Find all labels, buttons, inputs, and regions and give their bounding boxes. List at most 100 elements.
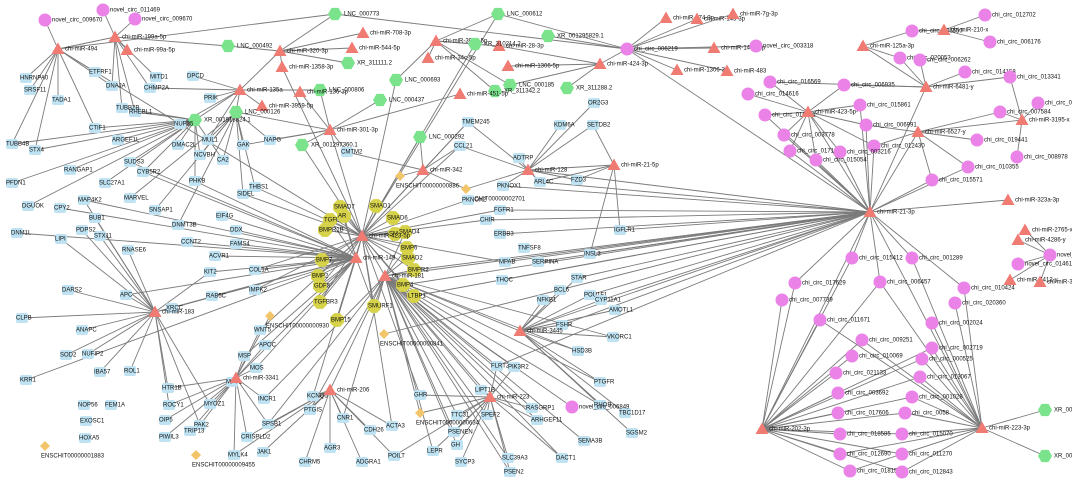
node-bmp7[interactable]: BMP7 <box>315 253 333 267</box>
node-cmtm2[interactable]: CMTM2 <box>341 147 363 157</box>
node-igflr1[interactable]: IGFLR1 <box>614 225 636 235</box>
node-psen2[interactable]: PSEN2 <box>504 467 524 477</box>
node-ctif1[interactable]: CTIF1 <box>89 123 106 133</box>
node-chi-circ-006457[interactable]: chi_circ_006457 <box>873 275 932 289</box>
node-xr-311111-2[interactable]: XR_311111.2 <box>341 56 393 70</box>
node-chi-mir-202-3p[interactable]: chi-miR-202-3p <box>755 422 811 435</box>
node-dguok[interactable]: DGUOK <box>22 201 44 211</box>
node-rasgrp1[interactable]: RASGRP1 <box>526 403 555 413</box>
node-erbb3[interactable]: ERBB3 <box>494 229 514 239</box>
node-novel-circ-010731[interactable]: novel_circ_010731 <box>1043 248 1072 262</box>
node-chi-circ-009965[interactable]: chi_circ_009965 <box>1031 96 1072 110</box>
node-pfdn1[interactable]: PFDN1 <box>6 178 26 188</box>
node-dmac2l[interactable]: DMAC2L <box>172 140 197 150</box>
node-xr-001918824-1[interactable]: XR_001918824.1 <box>188 113 251 127</box>
node-lnc-000437[interactable]: LNC_000437 <box>373 93 425 107</box>
node-chi-mir-451-5p[interactable]: chi-miR-451-5p <box>453 87 509 100</box>
node-acvr1[interactable]: ACVR1 <box>209 251 230 261</box>
node-phkb[interactable]: PHKB <box>189 176 205 186</box>
node-tgfbr3[interactable]: TGFBR3 <box>313 295 338 309</box>
node-psenen[interactable]: PSENEN <box>448 427 473 437</box>
node-tnfsf8[interactable]: TNFSF8 <box>518 243 541 253</box>
node-chi-circ-006176[interactable]: chi_circ_006176 <box>983 35 1042 49</box>
node-cpy2[interactable]: CPY2 <box>54 203 70 213</box>
node-rhob[interactable]: RHOB <box>594 400 611 410</box>
node-chi-mir-99a-5p[interactable]: chi-miR-99a-5p <box>120 43 176 56</box>
node-chi-circ-003216[interactable]: chi_circ_003216 <box>833 145 892 159</box>
node-dnmt3b[interactable]: DNMT3B <box>172 220 197 230</box>
node-lipt1b[interactable]: LIPT1B <box>475 385 495 395</box>
node-chi-circ-006262[interactable]: chi_circ_006262 <box>913 53 972 67</box>
node-nup35[interactable]: NUP35 <box>174 119 194 129</box>
node-flrt2[interactable]: FLRT2 <box>491 361 510 371</box>
node-chi-mir-320-3p[interactable]: chi-miR-320-3p <box>273 44 329 57</box>
node-star[interactable]: STAR <box>571 273 587 283</box>
node-chi-mir-135a[interactable]: chi-miR-135a <box>233 83 284 96</box>
node-map4k2[interactable]: MAP4K2 <box>78 195 102 205</box>
node-adtrp[interactable]: ADTRP <box>513 153 533 163</box>
node-chi-circ-014158[interactable]: chi_circ_014158 <box>958 65 1017 79</box>
node-spsb1[interactable]: SPSB1 <box>262 419 282 429</box>
node-arl4c[interactable]: ARL4C <box>534 177 554 187</box>
node-thbs1[interactable]: THBS1 <box>249 182 269 192</box>
node-chi-mir-149[interactable]: chi-miR-149 <box>349 251 397 264</box>
node-lnc-000693[interactable]: LNC_000693 <box>389 73 441 87</box>
node-chi-circ-007739[interactable]: chi_circ_007739 <box>775 293 834 307</box>
node-jak1[interactable]: JAK1 <box>257 447 272 457</box>
node-dact1[interactable]: DACT1 <box>556 453 576 463</box>
node-chi-mir-34c-5p[interactable]: chi-miR-34c-5p <box>421 51 477 64</box>
node-xrcc[interactable]: XRCC <box>166 303 184 313</box>
node-gh[interactable]: GH <box>451 440 463 450</box>
node-chi-circ-006219[interactable]: chi_circ_006219 <box>620 42 679 56</box>
node-dnaja[interactable]: DNAJA <box>106 81 126 91</box>
node-ca2[interactable]: CA2 <box>217 155 229 165</box>
node-sema3b[interactable]: SEMA3B <box>578 436 602 446</box>
node-chi-mir-1306-3p[interactable]: chi-miR-1306-3p <box>670 63 730 76</box>
node-novel-circ-011469[interactable]: novel_circ_011469 <box>96 3 161 17</box>
node-xr-001295829-1[interactable]: XR_001295829.1 <box>541 29 604 43</box>
node-stx11[interactable]: STX11 <box>94 231 113 241</box>
node-novel-circ-006849[interactable]: novel_circ_006849 <box>565 400 631 414</box>
node-cyb5r2[interactable]: CYB5R2 <box>137 167 161 177</box>
node-chi-circ-006991[interactable]: chi_circ_006991 <box>859 118 918 132</box>
node-chi-circ-015054[interactable]: chi_circ_015054 <box>809 153 868 167</box>
node-tgfb2[interactable]: TGFB2 <box>323 213 344 227</box>
node-hoxa5[interactable]: HOXA5 <box>79 433 100 443</box>
node-chi-mir-301-3p[interactable]: chi-miR-301-3p <box>323 123 379 136</box>
node-lnc-000773[interactable]: LNC_000773 <box>328 7 380 21</box>
node-col1a[interactable]: COL1A <box>249 265 269 275</box>
node-thoc[interactable]: THOC <box>496 275 514 285</box>
node-gdf5[interactable]: GDF5 <box>313 279 331 293</box>
node-chi-mir-223-3p[interactable]: chi-miR-223-3p <box>975 421 1031 434</box>
node-chi-mir-423-5p-b[interactable]: chi-miR-423-5p- <box>801 105 859 118</box>
node-lepr[interactable]: LEPR <box>427 446 443 456</box>
node-rnase6[interactable]: RNASE6 <box>122 245 147 255</box>
node-chi-circ-006935[interactable]: chi_circ_006935 <box>837 78 896 92</box>
node-chi-circ-002719[interactable]: chi_circ_002719 <box>925 341 984 355</box>
node-pik3r2[interactable]: PIK3R2 <box>508 362 529 372</box>
node-chi-circ-000525[interactable]: chi_circ_000525 <box>915 352 974 366</box>
node-chi-mir-494[interactable]: chi-miR-494 <box>51 42 99 55</box>
node-chi-circ-012843[interactable]: chi_circ_012843 <box>895 465 954 479</box>
node-chi-circ-003692[interactable]: chi_circ_003692 <box>831 386 890 400</box>
node-xr-311288-2[interactable]: XR_311288.2 <box>560 81 613 95</box>
node-tada1[interactable]: TADA1 <box>52 95 72 105</box>
node-chi-mir-376-y[interactable]: chi-miR-376-y <box>1033 275 1072 288</box>
node-lnc-000126[interactable]: LNC_000126 <box>229 105 281 119</box>
node-bcl6[interactable]: BCL6 <box>554 285 570 295</box>
node-chi-circ-011671[interactable]: chi_circ_011671 <box>813 313 871 327</box>
node-nop56[interactable]: NOP56 <box>78 400 98 410</box>
node-sidel[interactable]: SIDEL <box>237 189 255 199</box>
node-chi-mir-199a-5p[interactable]: chi-miR-199a-5p <box>108 30 168 43</box>
node-chi-mir-1468-3p[interactable]: chi-miR-1468-3p <box>707 41 767 54</box>
node-msp[interactable]: MSP <box>238 351 251 361</box>
node-arhgef11[interactable]: ARHGEF11 <box>531 415 563 425</box>
node-chi-mir-544-5p[interactable]: chi-miR-544-5p <box>345 41 401 54</box>
node-bmp15[interactable]: BMP15 <box>330 313 351 327</box>
node-ddx[interactable]: DDX <box>230 225 243 235</box>
node-pknox2[interactable]: PKNOX2 <box>462 195 487 205</box>
node-ptgfr[interactable]: PTGFR <box>594 377 615 387</box>
node-ccnt2[interactable]: CCNT2 <box>181 237 202 247</box>
node-chi-circ-015412[interactable]: chi_circ_015412 <box>845 251 904 265</box>
node-nufip2[interactable]: NUFIP2 <box>82 349 104 359</box>
